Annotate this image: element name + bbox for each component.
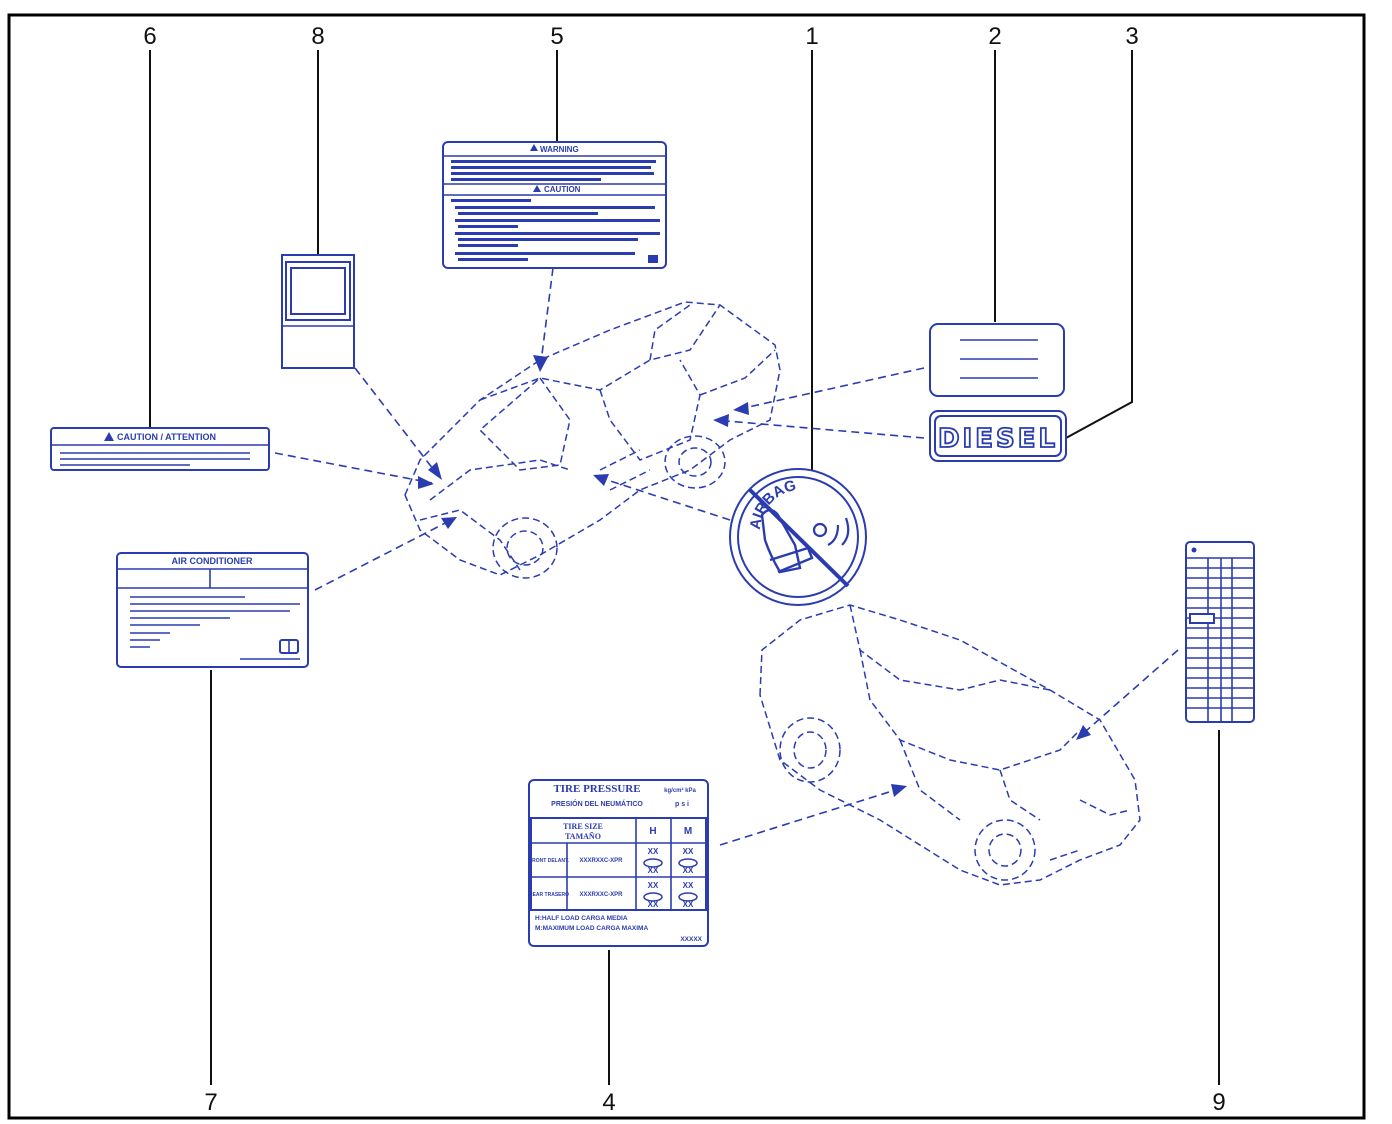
caution-attention-title: CAUTION / ATTENTION <box>117 432 216 442</box>
front-size-code: XXXRXXC-XPR <box>579 858 623 864</box>
front-row-label: FRONT DELANT. <box>529 858 569 864</box>
rear-size-code: XXXRXXC-XPR <box>579 892 623 898</box>
diesel-text: DIESEL <box>938 424 1058 454</box>
callout-8: 8 <box>311 23 324 50</box>
tire-pressure-title: TIRE PRESSURE <box>553 783 640 795</box>
col-h-header: H <box>649 826 656 837</box>
leader-lines <box>149 50 1220 1085</box>
max-load-note: M:MAXIMUM LOAD CARGA MAXIMA <box>535 925 648 932</box>
callout-4: 4 <box>602 1089 615 1116</box>
svg-text:XX: XX <box>648 866 659 875</box>
presion-title: PRESIÓN DEL NEUMÁTICO <box>551 799 643 808</box>
vehicle-front-view <box>404 301 781 579</box>
half-load-note: H:HALF LOAD CARGA MEDIA <box>535 915 628 922</box>
svg-text:XX: XX <box>648 881 659 890</box>
vehicle-rear-view <box>759 604 1141 886</box>
caution-title: CAUTION <box>544 185 581 194</box>
svg-text:XX: XX <box>683 900 694 909</box>
col-m-header: M <box>684 826 692 837</box>
air-conditioner-title: AIR CONDITIONER <box>172 556 254 566</box>
air-conditioner-label: AIR CONDITIONER <box>116 552 309 668</box>
warning-text-lines <box>451 160 656 181</box>
pointer-arrows <box>274 267 1179 846</box>
lined-label <box>929 323 1065 397</box>
tamano-header: TAMAÑO <box>565 832 601 841</box>
framed-label <box>281 254 355 369</box>
callout-1: 1 <box>805 23 818 50</box>
airbag-label: AIRBAG <box>729 468 867 606</box>
callout-numbers: 6 8 5 1 2 3 7 4 9 <box>143 23 1225 1116</box>
tire-size-header: TIRE SIZE <box>563 822 603 831</box>
diesel-label: DIESEL <box>929 410 1067 462</box>
callout-5: 5 <box>550 23 563 50</box>
airbag-deploy-icon <box>812 517 850 546</box>
svg-text:XX: XX <box>648 900 659 909</box>
table-row-lines <box>1186 567 1254 709</box>
warning-caution-label: WARNING CAUTION <box>442 141 667 269</box>
psi-unit: p s i <box>675 801 689 808</box>
callout-9: 9 <box>1212 1089 1225 1116</box>
callout-7: 7 <box>204 1089 217 1116</box>
warning-title: WARNING <box>540 145 579 154</box>
callout-2: 2 <box>988 23 1001 50</box>
callout-6: 6 <box>143 23 156 50</box>
svg-text:XX: XX <box>683 847 694 856</box>
svg-text:XX: XX <box>683 881 694 890</box>
svg-text:XX: XX <box>683 866 694 875</box>
caution-text-lines <box>451 199 660 263</box>
callout-3: 3 <box>1125 23 1138 50</box>
rear-row-label: REAR TRASERO <box>529 892 569 898</box>
caution-attention-label: CAUTION / ATTENTION <box>50 427 270 471</box>
diagram-frame <box>7 13 1366 1120</box>
prohibition-slash <box>748 488 850 588</box>
svg-text:XX: XX <box>648 847 659 856</box>
tire-pressure-unit: kg/cm² kPa <box>664 787 696 794</box>
tall-table-label <box>1185 541 1255 723</box>
pressure-values: XX XX XX XX XX XX XX XX <box>643 847 698 909</box>
label-code: XXXXX <box>680 936 702 943</box>
tire-pressure-label: TIRE PRESSURE kg/cm² kPa PRESIÓN DEL NEU… <box>528 779 709 947</box>
